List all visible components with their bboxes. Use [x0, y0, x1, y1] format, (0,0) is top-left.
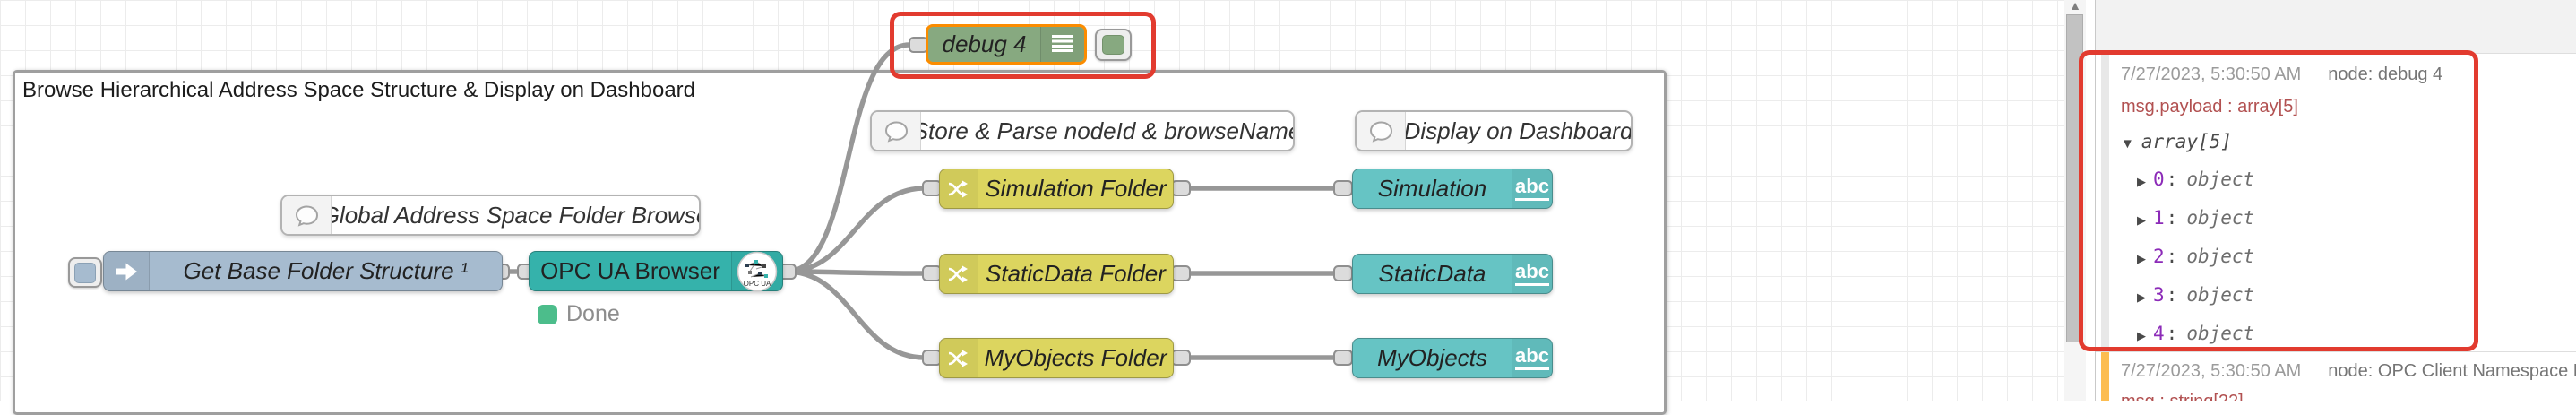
- json-item-row: ▶4:object: [2137, 323, 2255, 344]
- message-gutter: [2101, 54, 2109, 352]
- opcua-icon-caption: OPC UA: [744, 280, 771, 288]
- debug-enable-toggle[interactable]: [1095, 29, 1132, 61]
- node-label: Simulation: [1377, 175, 1487, 202]
- status-dot-icon: [538, 304, 557, 324]
- port[interactable]: [909, 37, 928, 53]
- switch-node-simulation-folder[interactable]: Simulation Folder: [939, 169, 1174, 209]
- json-root-row: ▼ array[5]: [2121, 131, 2232, 152]
- message-timestamp: 7/27/2023, 5:30:50 AM: [2121, 65, 2302, 84]
- status-text: Done: [566, 301, 620, 326]
- comment-display-dashboard[interactable]: Display on Dashboard: [1355, 110, 1633, 151]
- debug-message-namespace-browser[interactable]: 7/27/2023, 5:30:50 AM node: OPC Client Na…: [2096, 351, 2576, 401]
- inject-arrow-icon: [104, 252, 150, 290]
- debug-list-icon: [1040, 27, 1084, 62]
- port[interactable]: [922, 180, 942, 196]
- port[interactable]: [1333, 265, 1353, 281]
- debug-toggle-inner: [1102, 35, 1124, 55]
- comment-global-browse[interactable]: Global Address Space Folder Browse: [280, 195, 701, 236]
- comment-bubble-icon: [1357, 112, 1406, 150]
- message-highlight-bar: [2101, 352, 2109, 401]
- json-root-label: array[5]: [2141, 131, 2233, 152]
- comment-label: Display on Dashboard: [1406, 117, 1631, 144]
- debug-sidebar-panel[interactable]: 7/27/2023, 5:30:50 AM node: debug 4 msg.p…: [2095, 0, 2576, 401]
- inject-trigger-button[interactable]: [68, 257, 102, 288]
- wire[interactable]: [784, 186, 927, 274]
- message-source-node: node: OPC Client Namespace Brows: [2328, 361, 2576, 381]
- node-label: StaticData Folder: [986, 260, 1166, 287]
- abc-text-icon: abc: [1512, 169, 1552, 208]
- opcua-status: Done: [538, 301, 620, 327]
- port[interactable]: [1333, 180, 1353, 196]
- expand-triangle-icon[interactable]: ▶: [2137, 175, 2146, 188]
- inject-node[interactable]: Get Base Folder Structure ¹: [103, 251, 503, 291]
- message-header: 7/27/2023, 5:30:50 AM node: debug 4: [2121, 65, 2442, 85]
- message-property: msg.payload : array[5]: [2121, 97, 2298, 117]
- port[interactable]: [922, 350, 942, 366]
- switch-node-myobjects-folder[interactable]: MyObjects Folder: [939, 338, 1174, 378]
- scrollbar-thumb[interactable]: [2066, 14, 2083, 342]
- collapse-triangle-icon[interactable]: ▼: [2121, 136, 2134, 151]
- node-label: debug 4: [942, 30, 1027, 57]
- port[interactable]: [1171, 350, 1191, 366]
- comment-store-parse[interactable]: Store & Parse nodeId & browseName: [870, 110, 1295, 151]
- port[interactable]: [1171, 265, 1191, 281]
- hamburger-icon: [1052, 35, 1073, 54]
- comment-label: Store & Parse nodeId & browseName: [921, 117, 1293, 144]
- node-label: MyObjects: [1377, 344, 1487, 371]
- node-label: Get Base Folder Structure ¹: [183, 257, 469, 284]
- flow-canvas[interactable]: Browse Hierarchical Address Space Struct…: [0, 0, 2095, 415]
- comment-bubble-icon: [282, 196, 332, 234]
- message-timestamp: 7/27/2023, 5:30:50 AM: [2121, 361, 2302, 381]
- expand-triangle-icon[interactable]: ▶: [2137, 252, 2146, 265]
- port[interactable]: [1171, 180, 1191, 196]
- scroll-up-arrow-icon[interactable]: ▲: [2069, 0, 2081, 13]
- node-label: Simulation Folder: [985, 175, 1167, 202]
- wire[interactable]: [784, 269, 927, 360]
- debug-node[interactable]: debug 4: [926, 24, 1087, 65]
- uitext-node-myobjects[interactable]: MyObjects abc: [1352, 338, 1553, 378]
- expand-triangle-icon[interactable]: ▶: [2137, 213, 2146, 227]
- wire-layer: [490, 37, 1353, 366]
- abc-text-icon: abc: [1512, 339, 1552, 377]
- expand-triangle-icon[interactable]: ▶: [2137, 329, 2146, 342]
- opcua-network-icon: OPC UA: [731, 251, 782, 291]
- opcua-browser-node[interactable]: OPC UA Browser OPC UA: [529, 251, 783, 291]
- group-title: Browse Hierarchical Address Space Struct…: [22, 78, 696, 102]
- wire[interactable]: [784, 42, 912, 274]
- comment-label: Global Address Space Folder Browse: [332, 201, 699, 229]
- abc-text-icon: abc: [1512, 255, 1552, 293]
- uitext-node-simulation[interactable]: Simulation abc: [1352, 169, 1553, 209]
- comment-bubble-icon: [872, 112, 921, 150]
- switch-shuffle-icon: [940, 255, 978, 293]
- debug-message-debug4[interactable]: 7/27/2023, 5:30:50 AM node: debug 4 msg.p…: [2096, 53, 2576, 352]
- expand-triangle-icon[interactable]: ▶: [2137, 290, 2146, 304]
- uitext-node-staticdata[interactable]: StaticData abc: [1352, 254, 1553, 294]
- message-header: 7/27/2023, 5:30:50 AM node: OPC Client Na…: [2121, 361, 2576, 382]
- switch-shuffle-icon: [940, 169, 978, 208]
- switch-shuffle-icon: [940, 339, 978, 377]
- json-item-row: ▶3:object: [2137, 284, 2255, 306]
- inject-button-inner: [74, 262, 96, 283]
- json-item-row: ▶1:object: [2137, 207, 2255, 229]
- message-source-node: node: debug 4: [2328, 65, 2443, 84]
- message-property: msg : string[22]: [2121, 392, 2244, 401]
- node-label: StaticData: [1378, 260, 1486, 287]
- node-label: OPC UA Browser: [540, 257, 720, 284]
- scrollbar-track[interactable]: ▲: [2064, 0, 2086, 401]
- port[interactable]: [922, 265, 942, 281]
- json-item-row: ▶0:object: [2137, 169, 2255, 190]
- canvas-scrollbar: ▲: [2064, 0, 2095, 401]
- json-item-row: ▶2:object: [2137, 246, 2255, 267]
- switch-node-staticdata-folder[interactable]: StaticData Folder: [939, 254, 1174, 294]
- node-label: MyObjects Folder: [984, 344, 1167, 371]
- port[interactable]: [1333, 350, 1353, 366]
